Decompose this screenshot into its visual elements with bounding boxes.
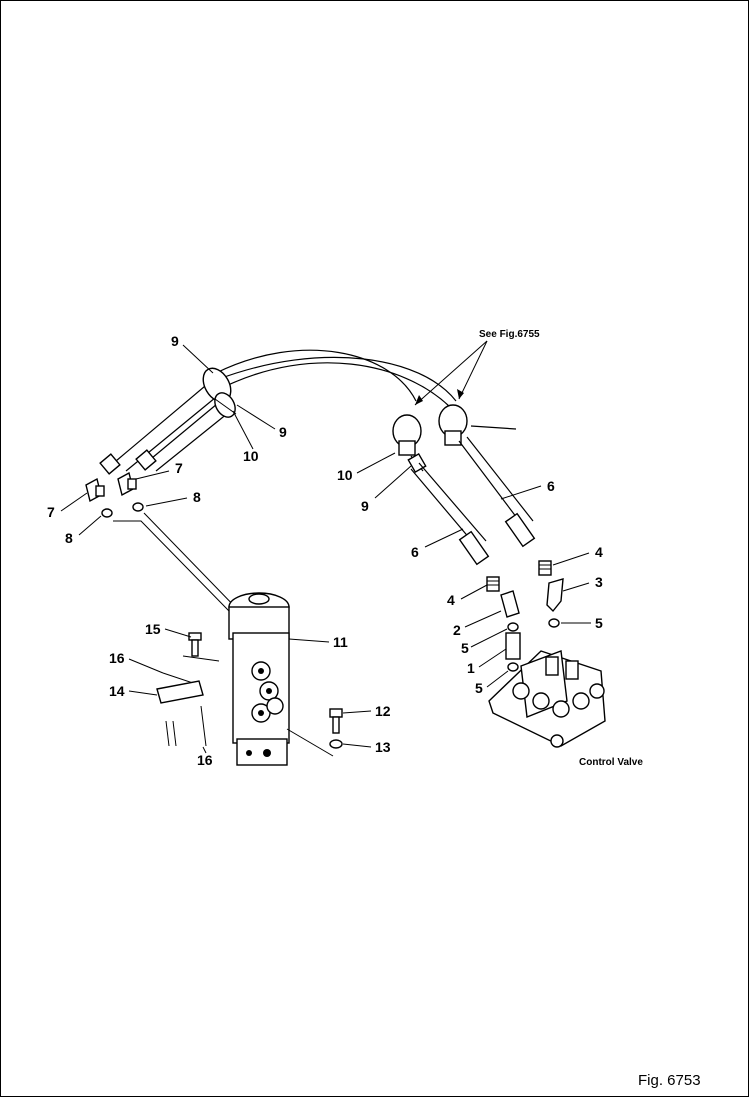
control-valve-label: Control Valve [579, 757, 643, 768]
callout-4-right: 4 [595, 544, 603, 560]
callout-10-mid: 10 [337, 467, 353, 483]
callout-9-top: 9 [171, 333, 179, 349]
callout-16-bottom: 16 [197, 752, 213, 768]
callout-7-right: 7 [175, 460, 183, 476]
callout-4-left: 4 [447, 592, 455, 608]
callout-6-left: 6 [411, 544, 419, 560]
callout-13: 13 [375, 739, 391, 755]
hose-clamp-upper [202, 367, 237, 418]
callout-14: 14 [109, 683, 125, 699]
callout-6-right: 6 [547, 478, 555, 494]
control-valve-block [488, 650, 606, 748]
callout-1: 1 [467, 660, 475, 676]
callout-8-right: 8 [193, 489, 201, 505]
washer-13 [329, 739, 343, 749]
elbow-fitting-left [85, 477, 105, 503]
callout-5-lower: 5 [475, 680, 483, 696]
fitting-4-right [538, 560, 552, 576]
callout-9-clamp: 9 [279, 424, 287, 440]
o-ring-left [101, 508, 113, 518]
bolt-leader [286, 728, 334, 757]
callout-3: 3 [595, 574, 603, 590]
assembly-leader-line-2 [143, 512, 242, 614]
hose-6 [410, 436, 536, 566]
plate-14 [156, 655, 220, 704]
fitting-4-left [486, 576, 500, 592]
hose-assembly [115, 349, 457, 472]
callout-5-upper-left: 5 [461, 640, 469, 656]
pilot-valve-body [228, 592, 290, 766]
pin-16-bottom [165, 705, 207, 747]
adapter-1 [505, 632, 521, 660]
elbow-fitting-right [117, 471, 137, 497]
callout-8-left: 8 [65, 530, 73, 546]
hose-end-valve-left [392, 414, 427, 474]
callout-2: 2 [453, 622, 461, 638]
callout-5-right: 5 [595, 615, 603, 631]
tube-end-fittings [99, 449, 157, 475]
bolt-12 [329, 708, 343, 734]
callout-11: 11 [333, 634, 348, 650]
figure-caption: Fig. 6753 [638, 1072, 701, 1089]
o-ring-right [132, 502, 144, 512]
callout-7-left: 7 [47, 504, 55, 520]
bolt-15 [188, 632, 202, 657]
assembly-leader-line [113, 520, 230, 612]
callout-9-mid: 9 [361, 498, 369, 514]
callout-15: 15 [145, 621, 161, 637]
o-ring-5-lower [507, 662, 519, 672]
o-ring-5-right [548, 618, 560, 628]
elbow-2 [500, 590, 520, 618]
see-reference-label: See Fig.6755 [479, 329, 540, 340]
callout-10-clamp: 10 [243, 448, 259, 464]
reference-arrows [414, 340, 488, 406]
callout-leaders [60, 344, 591, 754]
elbow-3 [546, 578, 564, 613]
callout-16-top: 16 [109, 650, 125, 666]
hose-end-valve-right [438, 404, 517, 446]
callout-12: 12 [375, 703, 391, 719]
o-ring-5-upper [507, 622, 519, 632]
